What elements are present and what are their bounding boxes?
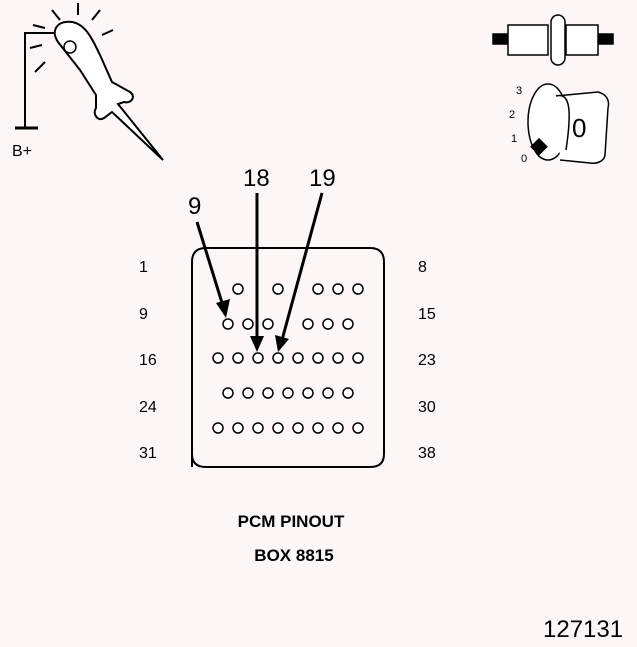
connector-pin [232, 422, 244, 434]
connector-pin [222, 318, 234, 330]
connector-pin [282, 387, 294, 399]
connector-pin [232, 283, 244, 295]
test-light-icon [15, 3, 164, 161]
connector-pin [272, 352, 284, 364]
ignition-key-icon [527, 83, 610, 164]
connector-pin [222, 387, 234, 399]
key-position-0: 0 [521, 153, 528, 165]
connector-pin [292, 352, 304, 364]
connector-pin [312, 352, 324, 364]
key-position-2: 2 [509, 109, 516, 121]
connector-pin [332, 352, 344, 364]
connector-pin [322, 387, 334, 399]
row-label-left: 24 [139, 399, 157, 416]
connector-pin [312, 422, 324, 434]
connector-pin [252, 422, 264, 434]
row-label-right: 23 [418, 352, 436, 369]
connector-pin [242, 318, 254, 330]
caption-line-1: PCM PINOUT [237, 512, 345, 531]
row-label-right: 8 [418, 259, 427, 276]
connector-pin [342, 387, 354, 399]
row-label-right: 30 [418, 399, 436, 416]
connector-pin [262, 318, 274, 330]
row-label-right: 38 [418, 445, 436, 462]
connector-pin [302, 318, 314, 330]
row-label-left: 16 [139, 352, 157, 369]
connector-unplugged-icon [492, 14, 614, 66]
connector-pin [292, 422, 304, 434]
b-plus-label: B+ [12, 143, 33, 160]
key-label: 0 [572, 113, 587, 143]
connector-pin [262, 387, 274, 399]
key-position-1: 1 [511, 133, 518, 145]
connector-housing [191, 247, 385, 468]
row-label-left: 1 [139, 259, 148, 276]
connector-pin [342, 318, 354, 330]
connector-pin [352, 352, 364, 364]
callout-9: 9 [188, 193, 202, 220]
connector-pin [332, 283, 344, 295]
connector-pin [332, 422, 344, 434]
key-position-3: 3 [516, 85, 523, 97]
row-label-right: 15 [418, 306, 436, 323]
connector-pin [352, 422, 364, 434]
connector-pin [252, 352, 264, 364]
figure-number: 127131 [543, 616, 624, 643]
connector-pin [312, 283, 324, 295]
row-label-left: 31 [139, 445, 157, 462]
caption-line-2: BOX 8815 [254, 546, 334, 565]
connector-pin [352, 283, 364, 295]
arrow-pin-19 [280, 192, 324, 341]
connector-pin [212, 352, 224, 364]
callout-arrows [195, 192, 324, 352]
connector-pin [272, 283, 284, 295]
connector-pin [242, 387, 254, 399]
connector-pin [212, 422, 224, 434]
connector-pin [232, 352, 244, 364]
connector-pin [272, 422, 284, 434]
connector-pin [322, 318, 334, 330]
connector-pin [302, 387, 314, 399]
callout-18: 18 [243, 165, 270, 192]
row-label-left: 9 [139, 306, 148, 323]
callout-19: 19 [309, 165, 336, 192]
pin-grid [212, 283, 364, 434]
arrow-pin-9 [195, 221, 225, 307]
